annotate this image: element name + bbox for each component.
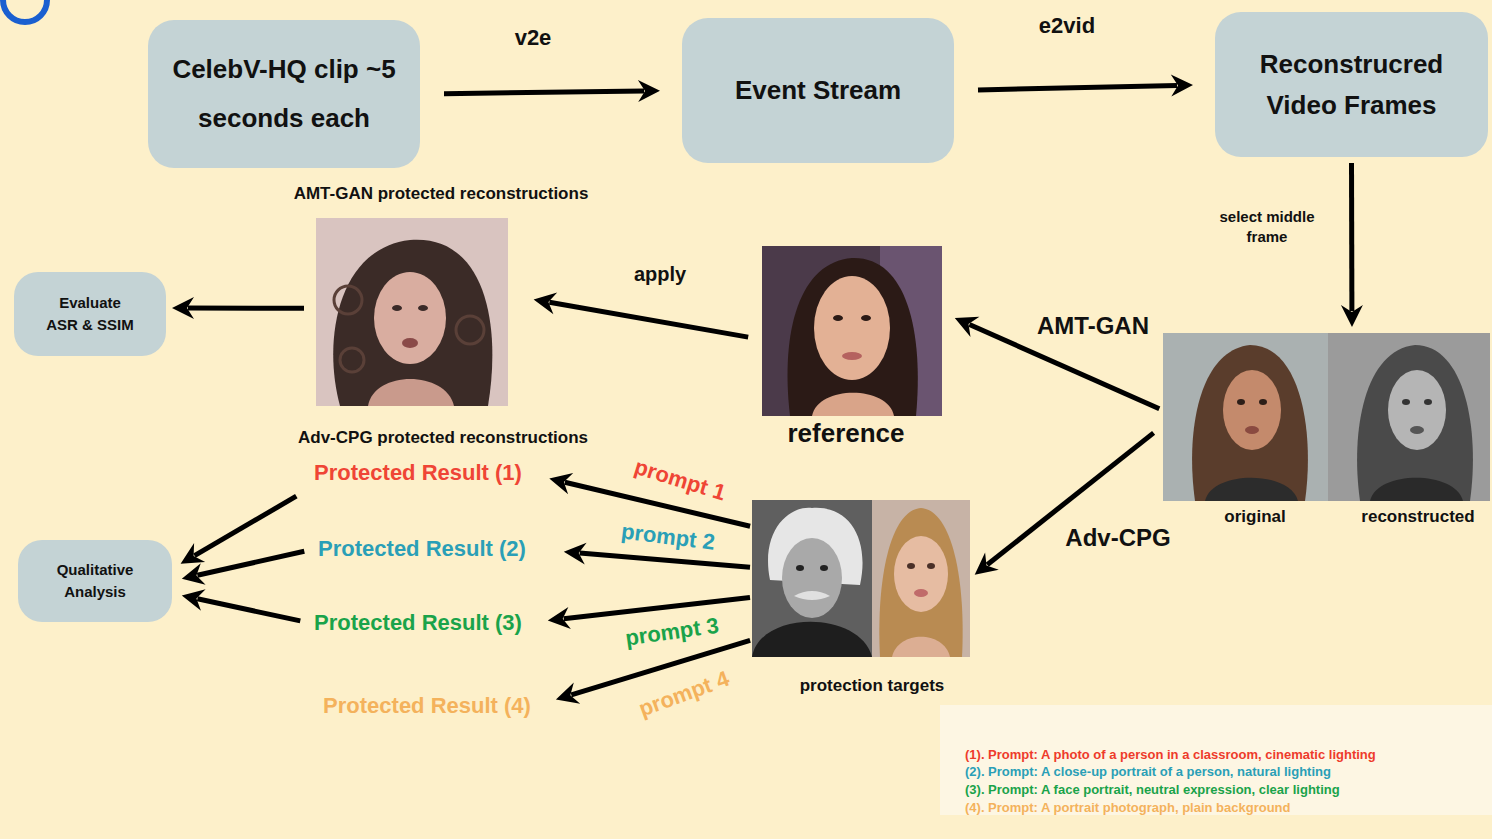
arrow-connector xyxy=(172,297,304,319)
prompt-note: (3). Prompt: A face portrait, neutral ex… xyxy=(965,782,1340,798)
edge-label: e2vid xyxy=(1039,11,1095,41)
node-text: Protected Result (3) xyxy=(314,610,522,636)
legend-panel xyxy=(940,705,1492,815)
arrow-connector xyxy=(534,293,749,338)
process-box: Qualitative Analysis xyxy=(18,540,172,622)
arrowhead xyxy=(182,563,206,585)
photo-caption: AMT-GAN protected reconstructions xyxy=(294,184,589,204)
connector-line xyxy=(1349,163,1354,311)
node-text: Protected Result (1) xyxy=(314,460,522,486)
arrowhead xyxy=(548,607,571,629)
process-box: Evaluate ASR & SSIM xyxy=(14,272,166,356)
section-heading: Adv-CPG protected reconstructions xyxy=(298,428,588,448)
connector-line xyxy=(197,551,304,575)
arrow-connector xyxy=(978,75,1193,97)
process-box: Event Stream xyxy=(682,18,954,163)
result-text: Protected Result (1) xyxy=(310,458,526,488)
arrow-connector xyxy=(181,496,297,564)
target-photo-left xyxy=(752,500,872,657)
prompt-note: (1). Prompt: A photo of a person in a cl… xyxy=(965,747,1376,763)
result-text: Protected Result (4) xyxy=(319,691,535,721)
arrowhead xyxy=(638,80,660,102)
photo-caption: reference xyxy=(787,418,904,449)
original-photo xyxy=(1163,333,1328,501)
connector-line xyxy=(580,553,750,567)
arrow-connector xyxy=(1341,163,1363,327)
arrowhead xyxy=(955,317,980,337)
edge-label: select middle frame xyxy=(1197,207,1337,248)
arrow-connector xyxy=(182,551,304,585)
arrow-connector xyxy=(444,80,660,102)
corner-mark xyxy=(3,0,47,22)
node-text: Reconstrucred Video Frames xyxy=(1236,44,1468,125)
result-text: Protected Result (3) xyxy=(310,608,526,638)
reference-photo xyxy=(762,246,942,416)
arrowhead xyxy=(556,683,580,704)
arrowhead xyxy=(1171,75,1193,97)
reconstructed-photo xyxy=(1328,333,1490,501)
connector-line xyxy=(195,496,297,555)
arrowhead xyxy=(182,589,206,611)
node-text: Protected Result (4) xyxy=(323,693,531,719)
process-box: Reconstrucred Video Frames xyxy=(1215,12,1488,157)
connector-line xyxy=(549,302,748,337)
photo-caption: reconstructed xyxy=(1361,507,1474,527)
prompt-note: (2). Prompt: A close-up portrait of a pe… xyxy=(965,764,1331,780)
arrowhead xyxy=(975,553,999,575)
amt-gan-photo xyxy=(316,218,508,406)
photo-frame: AMT-GAN protected reconstructions xyxy=(316,218,508,406)
node-text: Event Stream xyxy=(735,74,901,108)
connector-line xyxy=(564,598,750,619)
edge-label: Adv-CPG xyxy=(1065,522,1170,554)
arrow-connector xyxy=(975,433,1154,575)
node-text: Qualitative Analysis xyxy=(35,559,155,604)
connector-line xyxy=(188,306,304,311)
photo-caption: original xyxy=(1224,507,1285,527)
arrowhead xyxy=(181,543,206,564)
node-text: Protected Result (2) xyxy=(318,536,526,562)
arrowhead xyxy=(534,293,558,315)
node-text: Evaluate ASR & SSIM xyxy=(44,292,136,337)
arrowhead xyxy=(549,473,573,494)
photo-frame: reference xyxy=(762,246,942,416)
photo-frame: protection targets xyxy=(752,500,970,657)
arrow-connector xyxy=(182,589,300,621)
target-photo-right xyxy=(872,500,970,657)
edge-label: prompt 3 xyxy=(623,611,720,653)
connector-line xyxy=(444,91,644,94)
photo-caption: protection targets xyxy=(800,676,945,696)
edge-label: apply xyxy=(634,261,686,288)
photo-frame: originalreconstructed xyxy=(1163,333,1490,501)
connector-line xyxy=(978,85,1177,90)
process-box: CelebV-HQ clip ~5 seconds each xyxy=(148,20,420,168)
arrowhead xyxy=(564,543,587,565)
edge-label: v2e xyxy=(515,23,552,53)
edge-label: prompt 2 xyxy=(619,517,716,558)
prompt-note: (4). Prompt: A portrait photograph, plai… xyxy=(965,800,1290,816)
node-text: CelebV-HQ clip ~5 seconds each xyxy=(168,45,400,144)
connector-line xyxy=(197,599,300,621)
result-text: Protected Result (2) xyxy=(314,534,530,564)
arrowhead xyxy=(172,297,194,319)
edge-label: AMT-GAN xyxy=(1037,310,1149,342)
arrowhead xyxy=(1341,305,1363,327)
